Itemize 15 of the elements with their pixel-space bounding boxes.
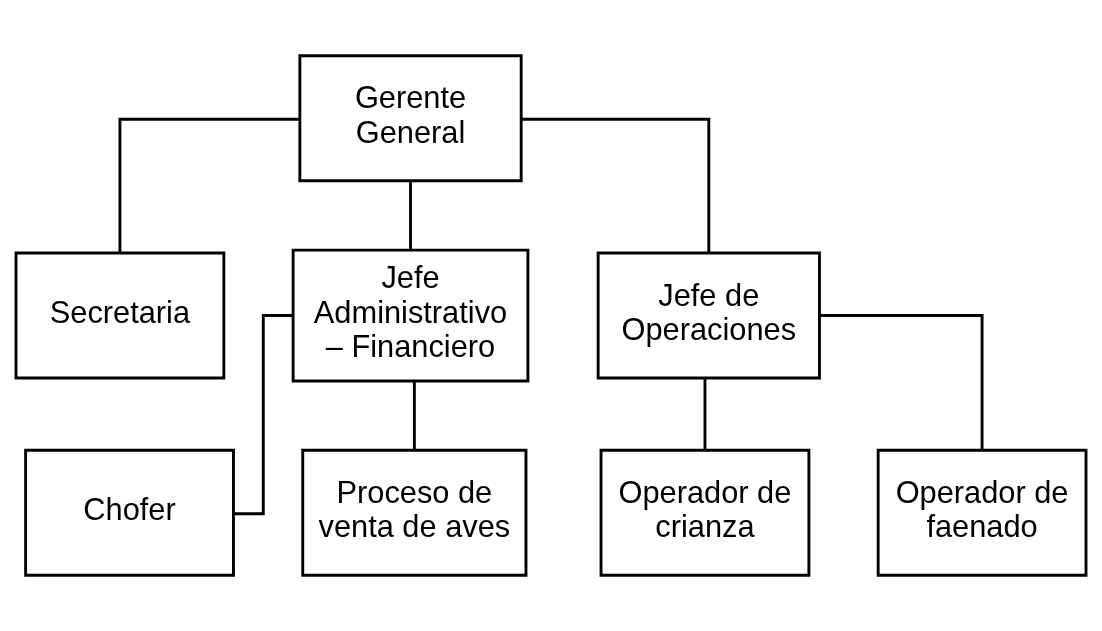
connector <box>118 117 300 253</box>
node-box: Jefe Administrativo – Financiero <box>291 248 530 383</box>
node-box: Gerente General <box>298 54 523 183</box>
node-box: Operador de faenado <box>876 448 1088 577</box>
connector <box>412 381 416 451</box>
connector <box>409 181 412 250</box>
node-box: Chofer <box>24 448 235 577</box>
node-box: Secretaria <box>14 251 226 380</box>
connector <box>233 314 294 516</box>
connector <box>703 378 707 450</box>
connector <box>521 117 711 253</box>
connector <box>819 314 984 450</box>
node-box: Operador de crianza <box>599 448 811 577</box>
node-box: Proceso de venta de aves <box>301 448 528 577</box>
node-box: Jefe de Operaciones <box>596 251 821 380</box>
